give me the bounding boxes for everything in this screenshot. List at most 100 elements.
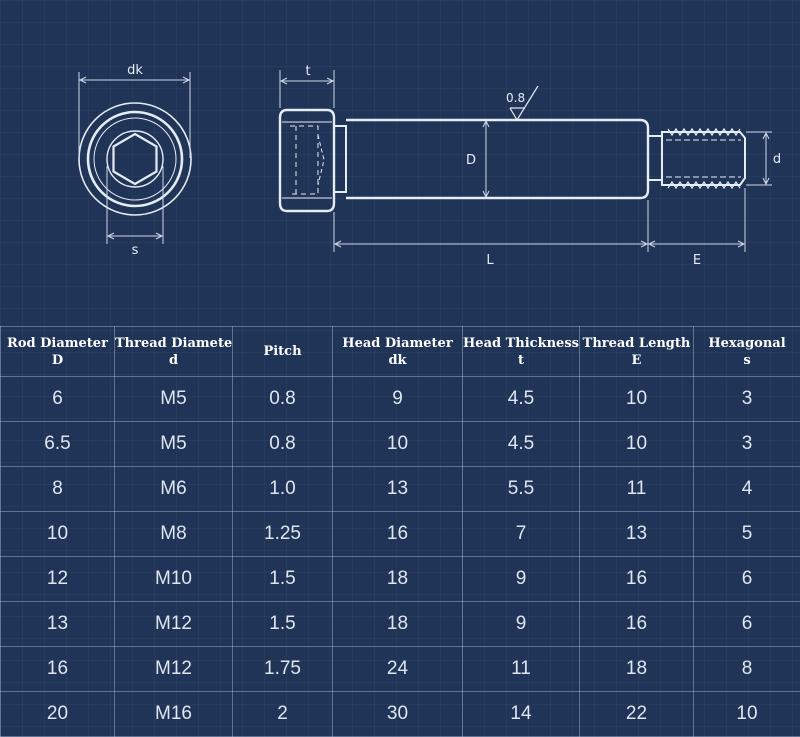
table-cell: 7 xyxy=(462,511,580,557)
table-cell: 16 xyxy=(332,511,463,557)
table-cell: 1.5 xyxy=(232,556,333,602)
table-cell: 5.5 xyxy=(462,466,580,512)
bolt-side-view xyxy=(278,108,746,213)
table-cell: 24 xyxy=(332,646,463,692)
table-cell: 20 xyxy=(0,691,115,737)
table-cell: 6 xyxy=(0,376,115,422)
table-cell: 1.25 xyxy=(232,511,333,557)
table-cell: 10 xyxy=(579,376,694,422)
roughness-symbol-icon xyxy=(509,85,539,122)
s-dimension xyxy=(106,166,164,244)
table-cell: 3 xyxy=(693,421,800,467)
column-header-title: Head Thickness xyxy=(463,335,579,351)
table-cell: 9 xyxy=(332,376,463,422)
table-cell: 0.8 xyxy=(232,421,333,467)
table-cell: M16 xyxy=(114,691,233,737)
table-cell: 30 xyxy=(332,691,463,737)
table-cell: 16 xyxy=(579,556,694,602)
table-cell: 16 xyxy=(0,646,115,692)
column-header-title: Pitch xyxy=(263,344,302,359)
column-header-symbol: E xyxy=(631,352,642,368)
table-cell: 18 xyxy=(332,601,463,647)
table-cell: 8 xyxy=(0,466,115,512)
hex-socket-icon xyxy=(112,132,158,186)
dk-dimension xyxy=(78,72,191,158)
column-header-title: Hexagonal xyxy=(708,335,786,351)
column-header-title: Rod Diameter xyxy=(7,335,108,351)
table-cell: 1.0 xyxy=(232,466,333,512)
table-cell: 13 xyxy=(0,601,115,647)
table-cell: 8 xyxy=(693,646,800,692)
table-cell: 0.8 xyxy=(232,376,333,422)
table-cell: 16 xyxy=(579,601,694,647)
table-cell: M8 xyxy=(114,511,233,557)
table-cell: 6 xyxy=(693,556,800,602)
d-label: d xyxy=(773,152,781,167)
dk-label: dk xyxy=(127,63,143,78)
column-header-title: Thread Diameter xyxy=(115,335,233,351)
table-cell: 10 xyxy=(579,421,694,467)
table-cell: 11 xyxy=(462,646,580,692)
column-header-symbol: d xyxy=(168,352,179,368)
table-cell: M12 xyxy=(114,601,233,647)
table-cell: 22 xyxy=(579,691,694,737)
table-cell: M10 xyxy=(114,556,233,602)
table-cell: 6 xyxy=(693,601,800,647)
column-header: Pitch xyxy=(232,326,333,377)
E-label: E xyxy=(693,253,701,268)
table-cell: 6.5 xyxy=(0,421,115,467)
column-header-symbol: t xyxy=(517,352,524,368)
roughness-label: 0.8 xyxy=(506,91,525,105)
table-cell: 1.75 xyxy=(232,646,333,692)
column-header-symbol: D xyxy=(51,352,64,368)
table-cell: 3 xyxy=(693,376,800,422)
table-cell: 4.5 xyxy=(462,376,580,422)
table-cell: 10 xyxy=(693,691,800,737)
E-dimension xyxy=(647,188,746,252)
table-cell: 14 xyxy=(462,691,580,737)
table-cell: M6 xyxy=(114,466,233,512)
D-label: D xyxy=(466,153,476,168)
table-cell: 13 xyxy=(332,466,463,512)
D-dimension xyxy=(482,119,490,199)
shoulder-bolt-drawing: dk s t xyxy=(78,63,781,268)
table-cell: 9 xyxy=(462,601,580,647)
table-cell: M5 xyxy=(114,421,233,467)
t-label: t xyxy=(305,64,310,79)
table-cell: 1.5 xyxy=(232,601,333,647)
t-dimension xyxy=(279,70,335,108)
s-label: s xyxy=(132,243,139,258)
head-end-view xyxy=(78,102,192,216)
L-dimension xyxy=(333,200,649,252)
table-cell: M5 xyxy=(114,376,233,422)
column-header-title: Head Diameter xyxy=(342,335,453,351)
table-cell: 5 xyxy=(693,511,800,557)
table-cell: 11 xyxy=(579,466,694,512)
table-cell: 4.5 xyxy=(462,421,580,467)
table-cell: 4 xyxy=(693,466,800,512)
column-header-symbol: s xyxy=(743,352,751,368)
table-cell: 18 xyxy=(579,646,694,692)
d-dimension xyxy=(746,131,772,186)
table-cell: M12 xyxy=(114,646,233,692)
table-cell: 12 xyxy=(0,556,115,602)
table-cell: 18 xyxy=(332,556,463,602)
table-cell: 13 xyxy=(579,511,694,557)
column-header-symbol: dk xyxy=(388,352,407,368)
